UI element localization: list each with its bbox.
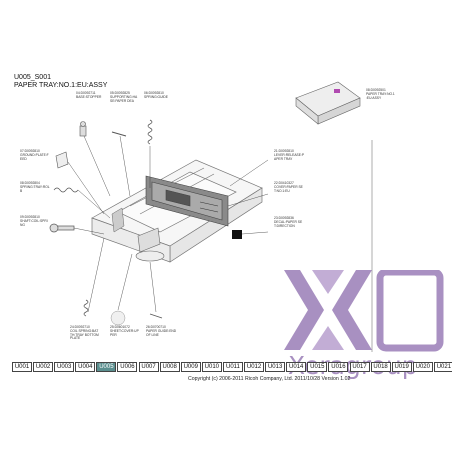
part-label: 08:D0092501 PAPER TRAY:NO.1 :EU:ASSY	[366, 88, 395, 100]
page-link-u018[interactable]: U018	[370, 362, 391, 372]
logo-o-box	[376, 270, 444, 352]
copyright-text: Copyright (c) 2006-2011 Ricoh Company, L…	[188, 376, 351, 382]
logo-x-right-stroke	[332, 270, 372, 350]
diagram-code: U005_S001	[14, 74, 51, 81]
page-link-u004[interactable]: U004	[75, 362, 96, 372]
part-label: 26:D0700710 PAPER GUIDE:END OF LINE	[146, 325, 177, 337]
page-link-u006[interactable]: U006	[117, 362, 138, 372]
coil-shaft-part	[49, 223, 75, 233]
part-label: 04:D0092711 BASE:STOPPER	[76, 91, 102, 99]
leader-lines	[67, 135, 373, 352]
cover-sheet-part	[110, 310, 126, 326]
logo-x-bottom	[312, 326, 344, 350]
part-label: 23:D0092836 DECAL:PAPER SE T:DIRECTION	[274, 216, 303, 228]
side-guide	[111, 207, 125, 233]
diagram-title: PAPER TRAY:NO.1:EU:ASSY	[14, 82, 108, 89]
page-link-u002[interactable]: U002	[33, 362, 54, 372]
page-link-u015[interactable]: U015	[307, 362, 328, 372]
page-link-u012[interactable]: U012	[244, 362, 265, 372]
front-cover-panel	[145, 175, 229, 227]
page-link-u013[interactable]: U013	[265, 362, 286, 372]
page-link-u014[interactable]: U014	[286, 362, 307, 372]
support-rod-part	[111, 131, 127, 137]
part-label: 09:D0092810 SHAFT:COIL:SPRI NG	[20, 215, 48, 227]
end-fence	[135, 227, 165, 262]
part-label: 08:D0092804 SPRING:TRAY:ROL B	[20, 181, 50, 193]
page-link-u005[interactable]: U005	[96, 362, 117, 372]
part-label: 05:D0092825 SUPPORTING:HA SE:PAPER DEA	[110, 91, 138, 103]
part-label: 06:D0092810 SPRING:GUIDE	[144, 91, 168, 99]
part-label: 22:D0410327 COVER:PAPER SE T:NO.1:EU	[274, 181, 303, 193]
page-link-u016[interactable]: U016	[328, 362, 349, 372]
page-link-u001[interactable]: U001	[12, 362, 32, 372]
page-link-u009[interactable]: U009	[180, 362, 201, 372]
direction-decal	[232, 230, 242, 239]
page-link-u021[interactable]: U021	[433, 362, 452, 372]
guide-spring-part	[147, 119, 153, 145]
ground-plate-part	[55, 151, 69, 169]
page-link-u017[interactable]: U017	[349, 362, 370, 372]
stopper-part	[79, 121, 87, 137]
page-link-u003[interactable]: U003	[54, 362, 75, 372]
tray-assembly-thumbnail	[295, 81, 361, 125]
part-label: 07:D0092810 GROUND:PLATE:F EED	[20, 149, 49, 161]
page-link-u007[interactable]: U007	[138, 362, 159, 372]
part-label: 25:D0601072 SHEET:COVER:UP PER	[110, 325, 139, 337]
xeragroup-logo	[284, 270, 444, 352]
release-lever-marker	[334, 89, 340, 93]
end-guide-part	[149, 313, 163, 319]
page-link-u008[interactable]: U008	[159, 362, 180, 372]
coil-spring-part	[83, 299, 89, 317]
page-link-u019[interactable]: U019	[391, 362, 412, 372]
roller-spring-part	[53, 187, 79, 193]
part-label: 24:D0092710 COIL SPRING:BAT TH:TRAY BOTT…	[70, 325, 99, 341]
page-link-u020[interactable]: U020	[412, 362, 433, 372]
page-link-u010[interactable]: U010	[201, 362, 222, 372]
part-label: 21:D0092810 LEVER:RELEASE:P APER TRAY	[274, 149, 305, 161]
logo-x-top	[312, 270, 344, 294]
page-link-u011[interactable]: U011	[222, 362, 243, 372]
logo-x-left-stroke	[284, 270, 324, 350]
